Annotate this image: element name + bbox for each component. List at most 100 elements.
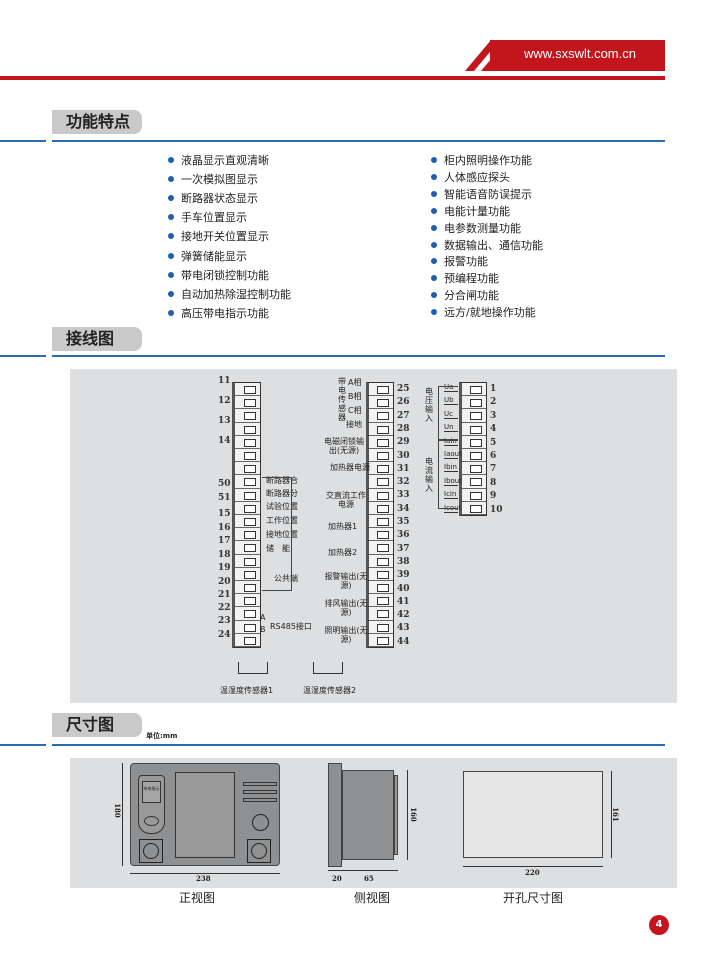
sensor-icon [144,816,159,826]
terminal-screw-icon [377,504,389,513]
terminal-screw-icon [377,531,389,540]
feature-item: 带电闭锁控制功能 [168,269,269,283]
terminal [235,462,260,476]
terminal [235,475,260,489]
bullet-icon [431,190,437,197]
side-depth-1: 20 [332,874,342,883]
feature-text: 远方/就地操作功能 [444,306,536,320]
terminal-screw-icon [377,465,389,474]
terminal-screw-icon [377,584,389,592]
terminal [462,449,486,463]
terminal [235,423,260,436]
dimension-line [611,771,612,858]
terminal [369,568,393,581]
switch-icon [139,839,163,863]
terminal-screw-icon [470,399,482,408]
terminal-label: 加热器电源 [330,463,370,472]
terminal-label: A [260,613,266,622]
terminal [369,634,393,647]
bullet-icon [168,290,174,297]
header-band [490,40,665,71]
bullet-icon [431,157,437,163]
terminal-label: 工作位置 [266,516,298,525]
terminal-number: 10 [490,504,503,515]
terminal-number: 12 [218,396,231,406]
feature-text: 带电闭锁控制功能 [181,268,269,282]
front-view: 带电指示 [130,763,280,866]
terminal-label: Ua [444,383,458,392]
sensor-label-2: 温湿度传感器2 [303,686,357,695]
terminal [369,489,393,502]
terminal-number: 24 [218,630,231,640]
wire-bracket [262,477,292,591]
terminal [369,594,393,608]
terminal [235,634,260,647]
terminal-number: 44 [397,636,410,647]
terminal-screw-icon [377,557,389,566]
terminal-number: 11 [218,376,231,386]
bullet-icon [168,252,174,259]
feature-item: 手车位置显示 [168,211,247,225]
switch-icon [247,839,271,863]
terminal-screw-icon [377,623,389,632]
terminal-label: Icin [444,490,458,500]
divider [0,744,46,746]
feature-text: 接地开关位置显示 [181,230,269,244]
terminal-number: 36 [397,530,410,541]
terminal-number: 27 [397,410,410,421]
display-window: 带电指示 [142,781,161,803]
terminal-screw-icon [244,465,256,474]
terminal [369,581,393,595]
terminal-label: 接地位置 [266,530,298,539]
terminal [369,607,393,621]
feature-item: 自动加热除湿控制功能 [168,288,291,302]
side-terminals [394,775,398,855]
terminal-number: 8 [490,477,497,488]
terminal [369,515,393,529]
terminal-label: Icout [444,503,462,513]
side-height: 160 [408,807,418,822]
dimension-line [463,866,603,867]
bullet-icon [431,207,437,214]
terminal-label: Un [444,423,458,433]
terminal [235,528,260,542]
section-title-wiring: 接线图 [52,327,142,351]
terminal [369,541,393,555]
section-title-dimensions: 尺寸图 [52,713,142,737]
unit-note: 单位:mm [146,732,178,740]
terminal-strip-middle [366,382,394,648]
front-height: 180 [112,803,122,818]
terminal-screw-icon [377,399,389,408]
sensor-label-1: 温湿度传感器1 [220,686,274,695]
feature-item: 预编程功能 [431,272,499,286]
feature-text: 预编程功能 [444,272,499,286]
terminal [369,409,393,423]
terminal-screw-icon [244,478,256,487]
divider [52,744,665,746]
terminal-number: 33 [397,490,410,501]
terminal-label: 公共端 [274,574,298,583]
terminal-screw-icon [377,518,389,526]
side-depth-2: 65 [364,874,374,883]
terminal [462,475,486,489]
terminal [235,489,260,502]
bullet-icon [431,241,437,248]
dimension-line [122,763,123,866]
terminal-number: 31 [397,463,410,474]
caption-side-view: 侧视图 [354,891,391,905]
terminal [235,621,260,634]
terminal [235,607,260,621]
bullet-icon [431,173,437,180]
terminal-number: 37 [397,543,410,554]
terminal-number: 5 [490,437,497,448]
terminal-number: 20 [218,577,231,587]
terminal-screw-icon [244,504,256,513]
terminal-label: Ibout [444,476,462,486]
bullet-icon [168,309,174,316]
feature-text: 自动加热除湿控制功能 [181,287,291,301]
terminal [235,581,260,595]
terminal [369,502,393,515]
terminal-screw-icon [377,544,389,553]
terminal-label: 报警输出(无源) [324,572,368,590]
